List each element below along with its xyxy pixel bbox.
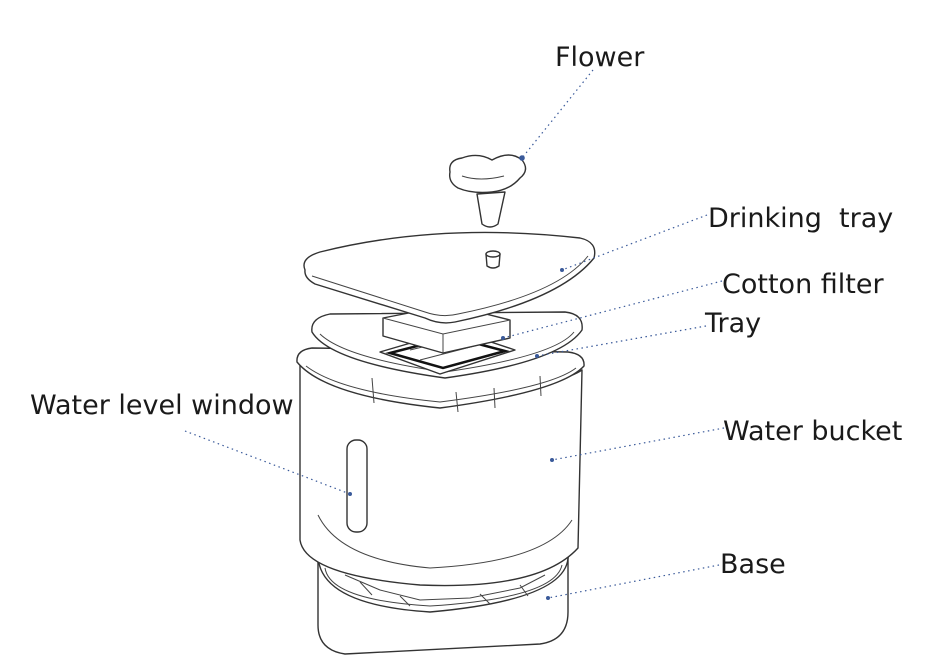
leader-water-bucket (551, 427, 725, 461)
water-level-window-part (346, 439, 368, 533)
drinking-tray-part (303, 231, 596, 324)
label-cotton-filter: Cotton filter (722, 269, 884, 300)
label-base: Base (720, 549, 786, 580)
label-water-bucket: Water bucket (723, 416, 902, 447)
label-water-level-window: Water level window (30, 390, 294, 421)
leader-drinking-tray (561, 214, 708, 271)
leader-base (547, 564, 720, 599)
leader-tray (536, 325, 707, 357)
label-tray: Tray (704, 308, 761, 339)
leader-lines (184, 69, 725, 600)
label-flower: Flower (555, 42, 645, 73)
label-drinking-tray: Drinking tray (708, 203, 893, 234)
water-bucket-part (296, 347, 585, 587)
flower-part (448, 154, 527, 228)
leader-flower (521, 69, 594, 159)
